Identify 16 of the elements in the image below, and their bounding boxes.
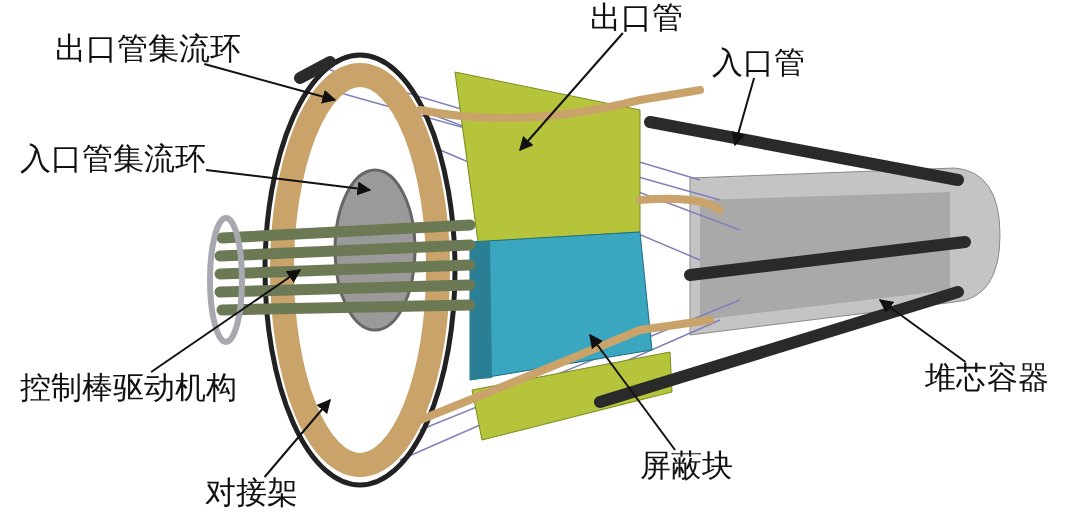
part-label: 对接架 [205, 474, 298, 510]
leader-line [878, 299, 967, 363]
part-label: 屏蔽块 [640, 447, 733, 483]
part-label: 入口管 [712, 44, 805, 80]
leader-line [150, 269, 302, 373]
leader-line [263, 398, 331, 478]
leader-line [589, 333, 677, 451]
part-label: 入口管集流环 [20, 140, 206, 176]
part-label: 控制棒驱动机构 [20, 369, 237, 405]
leader-line [731, 77, 756, 147]
leader-line [519, 32, 624, 152]
part-label: 堆芯容器 [925, 359, 1049, 395]
leader-line [205, 168, 372, 196]
part-label: 出口管集流环 [55, 30, 241, 66]
part-label: 出口管 [590, 0, 683, 35]
leader-line [203, 63, 337, 104]
